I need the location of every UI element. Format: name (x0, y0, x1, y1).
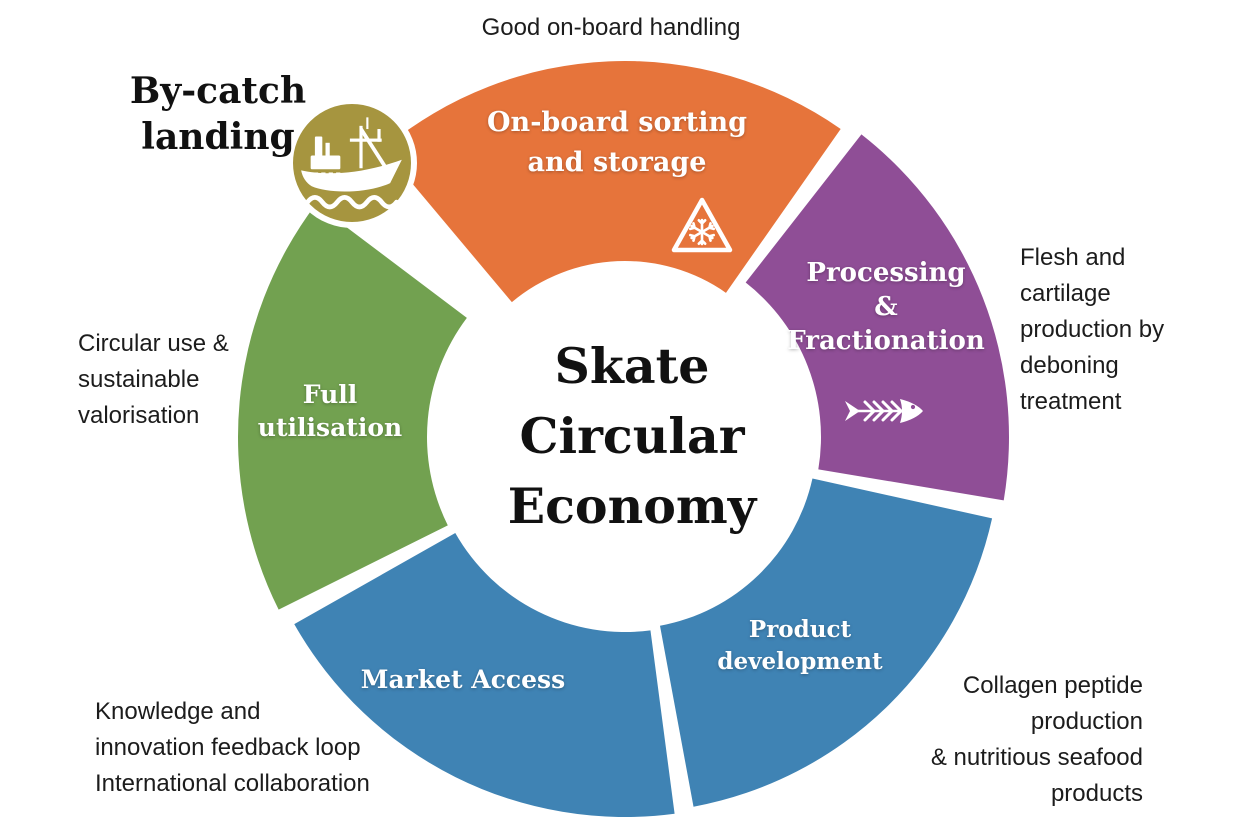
segment-full-utilisation (237, 204, 467, 610)
annotation-flesh-cartilage: Flesh and cartilage production by deboni… (1020, 244, 1165, 415)
by-catch-hub-circle (287, 98, 417, 228)
segment-label-processing-fractionation: Processing & Fractionation (787, 258, 985, 356)
snowflake-warning-icon (671, 197, 733, 253)
diagram-title: Skate Circular Economy (507, 337, 757, 535)
segment-market-access (294, 533, 675, 817)
segment-label-onboard-sorting: On-board sorting and storage (487, 107, 747, 178)
donut-segments (237, 61, 1009, 817)
segment-product-development (659, 478, 993, 807)
segment-processing-fractionation (745, 134, 1009, 501)
segment-label-market-access: Market Access (360, 665, 566, 694)
fishing-boat-icon (301, 117, 402, 210)
fishbone-icon (845, 399, 923, 423)
annotation-knowledge-innovation: Knowledge and innovation feedback loop I… (95, 698, 370, 797)
by-catch-landing-label: By-catch landing (129, 70, 307, 158)
segment-label-full-utilisation: Full utilisation (257, 380, 403, 442)
annotation-circular-use: Circular use & sustainable valorisation (78, 330, 229, 429)
annotation-collagen-peptide: Collagen peptide production & nutritious… (930, 672, 1143, 807)
by-catch-hub (287, 98, 417, 228)
annotation-good-onboard-handling: Good on-board handling (481, 14, 741, 41)
segment-label-product-development: Product development (717, 616, 883, 675)
